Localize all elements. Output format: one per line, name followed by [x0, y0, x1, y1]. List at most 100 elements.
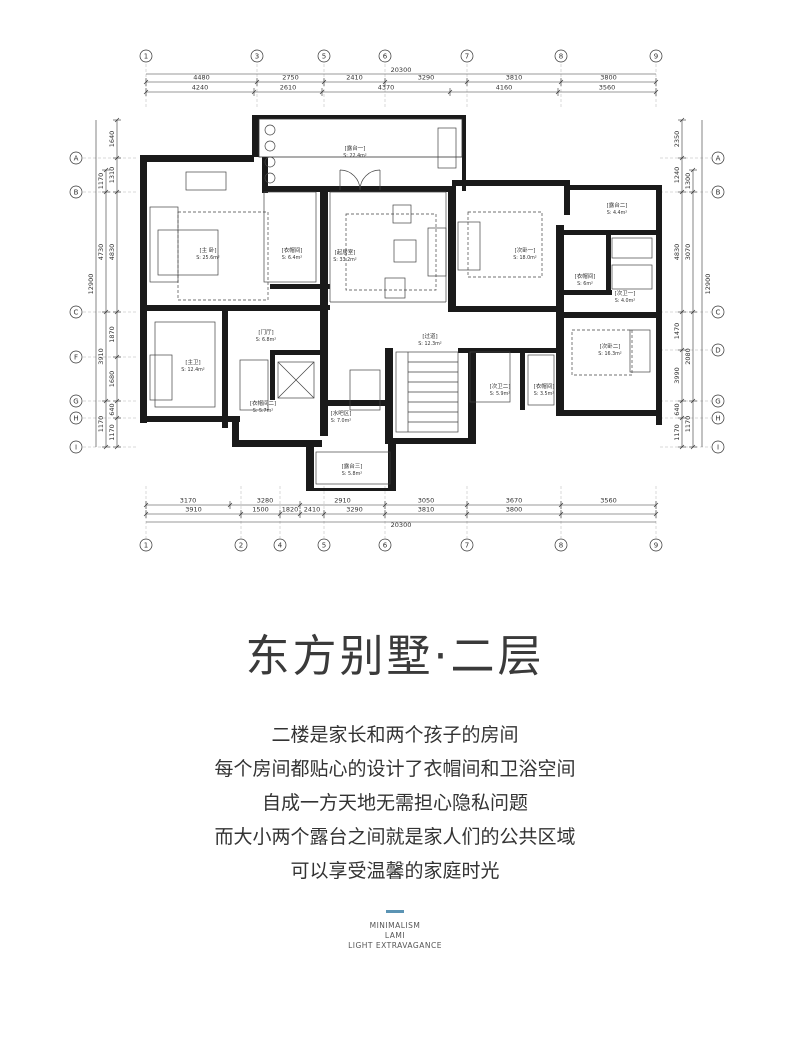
fixture [157, 229, 219, 276]
axis-bubble [711, 394, 725, 408]
room-name: [露台三] [342, 462, 363, 470]
dim-tick-slash [114, 189, 120, 195]
fixture [457, 221, 481, 271]
wall-segment [570, 185, 662, 190]
dim-label-left: 3910 [97, 348, 105, 365]
fixture [427, 227, 447, 277]
wall-segment [306, 440, 314, 490]
dim-tick-slash [114, 398, 120, 404]
dim-tick-slash [297, 511, 303, 517]
room-name: [露台二] [607, 201, 628, 209]
wall-segment [232, 440, 322, 447]
dim-label-right: 1240 [673, 167, 681, 184]
dim-label-bottom: 3170 [180, 497, 197, 505]
wall-segment [456, 306, 556, 312]
axis-bubble [69, 305, 83, 319]
dim-tick-slash [558, 502, 564, 508]
accent-bar [386, 910, 404, 913]
room-name: [露台一] [345, 144, 366, 152]
dim-label-bottom: 3670 [506, 497, 523, 505]
axis-bubble [649, 49, 663, 63]
dim-label-left: 1170 [108, 424, 116, 441]
dim-tick-slash [558, 511, 564, 517]
room-area: S: 25.6m² [196, 255, 220, 261]
room-area: S: 4.0m² [615, 298, 635, 304]
dim-tick-slash [382, 502, 388, 508]
axis-label: C [74, 309, 79, 317]
fixture [339, 169, 381, 191]
wall-segment [140, 305, 325, 311]
dim-label-left: 1640 [108, 131, 116, 148]
room-area: S: 12.3m² [418, 341, 442, 347]
axis-label: B [716, 189, 721, 197]
dim-label-left: 1680 [108, 371, 116, 388]
room-area: S: 22.4m² [343, 153, 367, 159]
axis-bubble [317, 49, 331, 63]
dim-label-left: 1870 [108, 326, 116, 343]
axis-bubble [711, 440, 725, 454]
dim-tick-slash [238, 511, 244, 517]
axis-label: H [715, 415, 720, 423]
dim-label-left: 1170 [97, 416, 105, 433]
wall-segment [388, 440, 396, 490]
dim-tick-slash [143, 502, 149, 508]
axis-label: 1 [144, 542, 148, 550]
fixture [264, 140, 276, 152]
axis-label: 8 [559, 542, 563, 550]
room-area: S: 5.7m² [253, 408, 273, 414]
dim-tick-slash [143, 511, 149, 517]
page-title: 东方别墅·二层 [245, 631, 545, 682]
dim-tick-slash [114, 117, 120, 123]
wall-segment [140, 416, 240, 422]
dim-tick-slash [679, 155, 685, 161]
brand-line-1: MINIMALISM [369, 921, 421, 930]
wall-segment [252, 115, 259, 157]
dim-label-right: 2350 [673, 131, 681, 148]
axis-bubble [649, 538, 663, 552]
dim-label-bottom: 1820 [282, 506, 299, 514]
dim-label-top-total: 20300 [391, 66, 412, 74]
dim-tick-slash [143, 89, 149, 95]
axis-bubble [250, 49, 264, 63]
axis-label: F [74, 354, 78, 362]
dim-label-bottom: 2910 [334, 497, 351, 505]
axis-bubble [273, 538, 287, 552]
room-name: [衣帽间] [534, 382, 555, 390]
axis-label: I [75, 444, 77, 452]
axis-label: C [716, 309, 721, 317]
description-block: 二楼是家长和两个孩子的房间 每个房间都贴心的设计了衣帽间和卫浴空间 自成一方天地… [0, 718, 790, 888]
axis-label: 4 [278, 542, 283, 550]
fixture [264, 172, 276, 184]
fixture [345, 213, 437, 291]
axis-label: 1 [144, 53, 148, 61]
wall-segment [452, 180, 570, 186]
dim-label-top: 3810 [506, 74, 523, 82]
dim-label-bottom: 3910 [185, 506, 202, 514]
dim-tick-slash [227, 502, 233, 508]
dim-tick-slash [690, 444, 696, 450]
fixture [277, 361, 315, 399]
dim-label-right: 640 [673, 403, 681, 415]
dim-tick-slash [464, 511, 470, 517]
dim-label-top: 4480 [193, 74, 210, 82]
room-labels: [露台一]S: 22.4m²[主 卧]S: 25.6m²[衣帽间]S: 6.4m… [181, 144, 635, 477]
wall-segment [140, 155, 147, 423]
dim-tick-slash [297, 502, 303, 508]
fixture [149, 354, 173, 401]
dim-label-right: 3070 [684, 244, 692, 261]
dim-tick-slash [555, 89, 561, 95]
dim-label-bottom-total: 20300 [391, 521, 412, 529]
wall-segment [270, 350, 275, 400]
axis-bubble [139, 538, 153, 552]
fixture [393, 239, 417, 263]
axis-label: 2 [239, 542, 243, 550]
axis-bubble [69, 440, 83, 454]
axis-bubble [460, 49, 474, 63]
fixture [384, 277, 406, 299]
fixture [239, 359, 269, 411]
dim-tick-slash [679, 415, 685, 421]
description-line: 可以享受温馨的家庭时光 [290, 860, 500, 882]
dim-tick-slash [464, 502, 470, 508]
wall-segment [252, 115, 466, 119]
dim-tick-slash [690, 398, 696, 404]
